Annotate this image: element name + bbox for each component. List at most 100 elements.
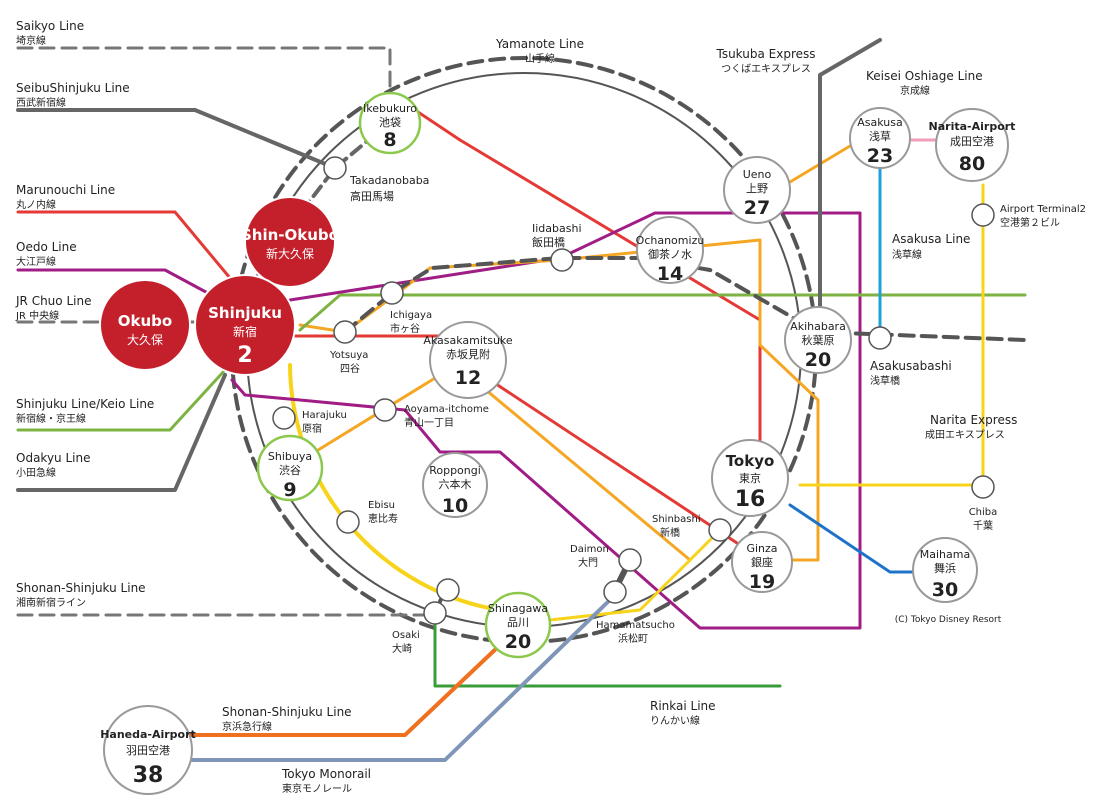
station-akasaka-circle[interactable] bbox=[429, 321, 507, 399]
marunouchi-line bbox=[16, 138, 762, 547]
chiba-jp: 千葉 bbox=[973, 519, 993, 532]
shinokubo-en: Shin-Okubo bbox=[241, 226, 339, 244]
station-haneda-circle[interactable] bbox=[103, 705, 193, 795]
keio-label-en: Shinjuku Line/Keio Line bbox=[16, 397, 154, 411]
shinbashi-jp: 新橋 bbox=[660, 526, 680, 539]
ebisu-en: Ebisu bbox=[368, 500, 395, 511]
odakyu-label-en: Odakyu Line bbox=[16, 451, 90, 465]
ichigaya-en: Ichigaya bbox=[390, 310, 432, 321]
shibuya-en: Shibuya bbox=[268, 450, 312, 463]
shinagawa-en: Shinagawa bbox=[488, 602, 548, 615]
shinokubo-jp: 新大久保 bbox=[266, 246, 314, 261]
saikyo-label-jp: 埼京線 bbox=[16, 34, 46, 47]
station-asakusabashi[interactable] bbox=[868, 326, 892, 350]
akihabara-jp: 秋葉原 bbox=[802, 333, 835, 347]
station-ikebukuro-circle[interactable] bbox=[358, 91, 422, 155]
station-okubo-circle[interactable] bbox=[99, 279, 191, 371]
station-ginza-circle[interactable] bbox=[731, 531, 793, 593]
station-iidabashi[interactable] bbox=[550, 248, 574, 272]
oedo-label-en: Oedo Line bbox=[16, 240, 77, 254]
station-osaki[interactable] bbox=[423, 601, 447, 625]
ginza-en: Ginza bbox=[746, 542, 777, 555]
osaki-en: Osaki bbox=[392, 630, 420, 641]
okubo-en: Okubo bbox=[118, 312, 172, 330]
akasakamitsuke-num: 12 bbox=[455, 367, 481, 389]
station-airportt2[interactable] bbox=[971, 203, 995, 227]
akihabara-en: Akihabara bbox=[790, 320, 846, 333]
shibuya-num: 9 bbox=[283, 479, 296, 501]
keisei-label-en: Keisei Oshiage Line bbox=[866, 69, 983, 83]
station-roppongi-circle[interactable] bbox=[422, 452, 488, 518]
station-ochanomizu-circle[interactable] bbox=[636, 216, 704, 284]
disney-credit: (C) Tokyo Disney Resort bbox=[895, 615, 1002, 625]
station-ebisu[interactable] bbox=[336, 510, 360, 534]
shinjuku-jp: 新宿 bbox=[233, 324, 257, 339]
maihama-jp: 舞浜 bbox=[934, 562, 956, 575]
station-shinjuku-circle[interactable] bbox=[194, 274, 296, 376]
station-takadanobaba[interactable] bbox=[323, 156, 347, 180]
station-asakusa-circle[interactable] bbox=[849, 107, 911, 169]
station-yotsuya[interactable] bbox=[333, 320, 357, 344]
seibu-line bbox=[16, 108, 337, 170]
maihama-en: Maihama bbox=[920, 548, 970, 561]
takadanobaba-jp: 高田馬場 bbox=[350, 189, 394, 203]
station-daimon[interactable] bbox=[618, 548, 642, 572]
asakusabashi-jp: 浅草橋 bbox=[870, 374, 900, 387]
ochanomizu-jp: 御茶ノ水 bbox=[648, 247, 692, 261]
station-chiba[interactable] bbox=[971, 475, 995, 499]
station-ichigaya[interactable] bbox=[380, 281, 404, 305]
station-shinokubo-circle[interactable] bbox=[244, 196, 336, 288]
haneda-jp: 羽田空港 bbox=[126, 743, 170, 757]
asakusa-en: Asakusa bbox=[857, 116, 902, 129]
shonan-w-label-en: Shonan-Shinjuku Line bbox=[16, 581, 146, 595]
gray-ring-stations bbox=[103, 107, 1009, 795]
yamanote-label-en: Yamanote Line bbox=[495, 37, 584, 51]
keio-line bbox=[16, 293, 1027, 432]
ueno-en: Ueno bbox=[743, 168, 772, 181]
station-shibuya-circle[interactable] bbox=[256, 434, 324, 502]
ueno-num: 27 bbox=[744, 197, 770, 219]
station-shinagawa-circle[interactable] bbox=[484, 591, 552, 659]
tsukuba-line bbox=[818, 38, 882, 332]
monorail-label-jp: 東京モノレール bbox=[282, 782, 352, 795]
station-narita-circle[interactable] bbox=[935, 108, 1009, 182]
monorail-line bbox=[188, 593, 617, 762]
airportt2-en: Airport Terminal2 bbox=[1000, 204, 1086, 215]
asakusabashi-en: Asakusabashi bbox=[870, 359, 952, 373]
ichigaya-jp: 市ヶ谷 bbox=[390, 322, 420, 335]
station-harajuku[interactable] bbox=[272, 406, 296, 430]
asakusa-jp: 浅草 bbox=[869, 130, 891, 143]
narita-num: 80 bbox=[959, 153, 985, 175]
station-shinbashi[interactable] bbox=[708, 518, 732, 542]
station-hamamatsucho[interactable] bbox=[603, 580, 627, 604]
station-tokyo-circle[interactable] bbox=[711, 439, 789, 517]
ebisu-jp: 恵比寿 bbox=[368, 512, 398, 525]
shinagawa-num: 20 bbox=[505, 631, 531, 653]
keiyo-line bbox=[788, 503, 917, 574]
yotsuya-jp: 四谷 bbox=[340, 363, 360, 375]
jrchuo-label-en: JR Chuo Line bbox=[15, 294, 91, 308]
green-ring-stations bbox=[256, 91, 552, 659]
ginza-jp: 銀座 bbox=[751, 555, 773, 569]
station-maihama-circle[interactable] bbox=[912, 537, 978, 603]
saikyo-line bbox=[16, 46, 392, 112]
okubo-jp: 大久保 bbox=[127, 333, 163, 347]
akasakamitsuke-en: Akasakamitsuke bbox=[423, 334, 513, 347]
hamamatsucho-jp: 浜松町 bbox=[618, 632, 648, 645]
iidabashi-en: Iidabashi bbox=[532, 222, 582, 235]
station-osaki-north[interactable] bbox=[436, 578, 460, 602]
station-ueno-circle[interactable] bbox=[723, 156, 791, 224]
hamamatsucho-en: Hamamatsucho bbox=[596, 620, 675, 631]
marunouchi-label-en: Marunouchi Line bbox=[16, 183, 115, 197]
yamanote-ring bbox=[230, 56, 818, 644]
line-labels: Saikyo Line 埼京線 SeibuShinjuku Line 西武新宿線… bbox=[15, 19, 1017, 795]
keikyu-line bbox=[188, 643, 502, 737]
takadanobaba-en: Takadanobaba bbox=[349, 174, 429, 187]
shonan-w-label-jp: 湘南新宿ライン bbox=[16, 596, 86, 609]
monorail-label-en: Tokyo Monorail bbox=[281, 767, 371, 781]
aoyama-jp: 青山一丁目 bbox=[404, 416, 454, 429]
roppongi-jp: 六本木 bbox=[439, 477, 472, 491]
station-aoyama[interactable] bbox=[373, 398, 397, 422]
station-akihabara-circle[interactable] bbox=[784, 306, 852, 374]
